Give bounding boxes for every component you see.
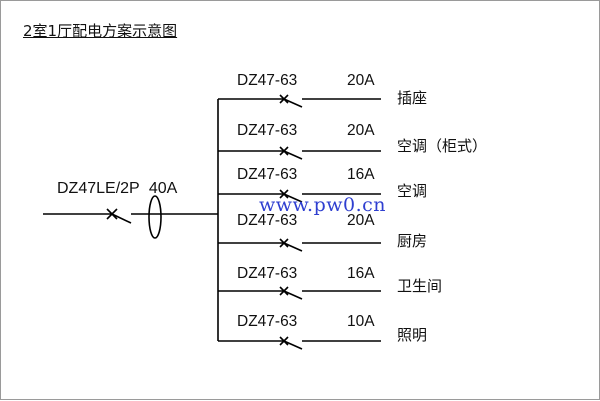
main-breaker-label: DZ47LE/2P 40A <box>57 181 177 197</box>
branch-2-rating: 20A <box>347 122 375 139</box>
branch-1-model: DZ47-63 <box>237 72 298 89</box>
branch-6-breaker-blade <box>283 340 303 350</box>
branch-3-model: DZ47-63 <box>237 166 298 183</box>
branch-4-breaker-blade <box>283 242 303 252</box>
branch-2-model: DZ47-63 <box>237 122 298 139</box>
branch-3-name: 空调 <box>397 182 428 200</box>
branch-wires <box>218 94 381 350</box>
branch-6-model: DZ47-63 <box>237 313 298 330</box>
diagram-title: 2室1厅配电方案示意图 <box>23 22 178 40</box>
leakage-ct-ring <box>148 195 162 239</box>
branch-2-name: 空调（柜式） <box>397 137 488 155</box>
branch-4-name: 厨房 <box>397 232 428 250</box>
branch-6-name: 照明 <box>397 326 428 344</box>
watermark: www.pw0.cn <box>259 194 387 216</box>
main-breaker-rating: 40A <box>148 180 178 197</box>
branch-5-model: DZ47-63 <box>237 265 298 282</box>
branch-4-rating: 20A <box>347 212 375 229</box>
branch-3-rating: 16A <box>347 166 375 183</box>
main-breaker-blade <box>111 213 132 224</box>
branch-6-rating: 10A <box>347 313 375 330</box>
branch-1-name: 插座 <box>397 89 428 107</box>
branch-3-breaker-blade <box>283 193 303 203</box>
branch-4-model: DZ47-63 <box>237 212 298 229</box>
branch-5-breaker-blade <box>283 290 303 300</box>
branch-5-name: 卫生间 <box>397 277 443 295</box>
branch-2-breaker-blade <box>283 150 303 160</box>
branch-1-rating: 20A <box>347 72 375 89</box>
main-breaker-model: DZ47LE/2P <box>57 180 140 197</box>
branch-5-rating: 16A <box>347 265 375 282</box>
branch-1-breaker-blade <box>283 98 303 108</box>
